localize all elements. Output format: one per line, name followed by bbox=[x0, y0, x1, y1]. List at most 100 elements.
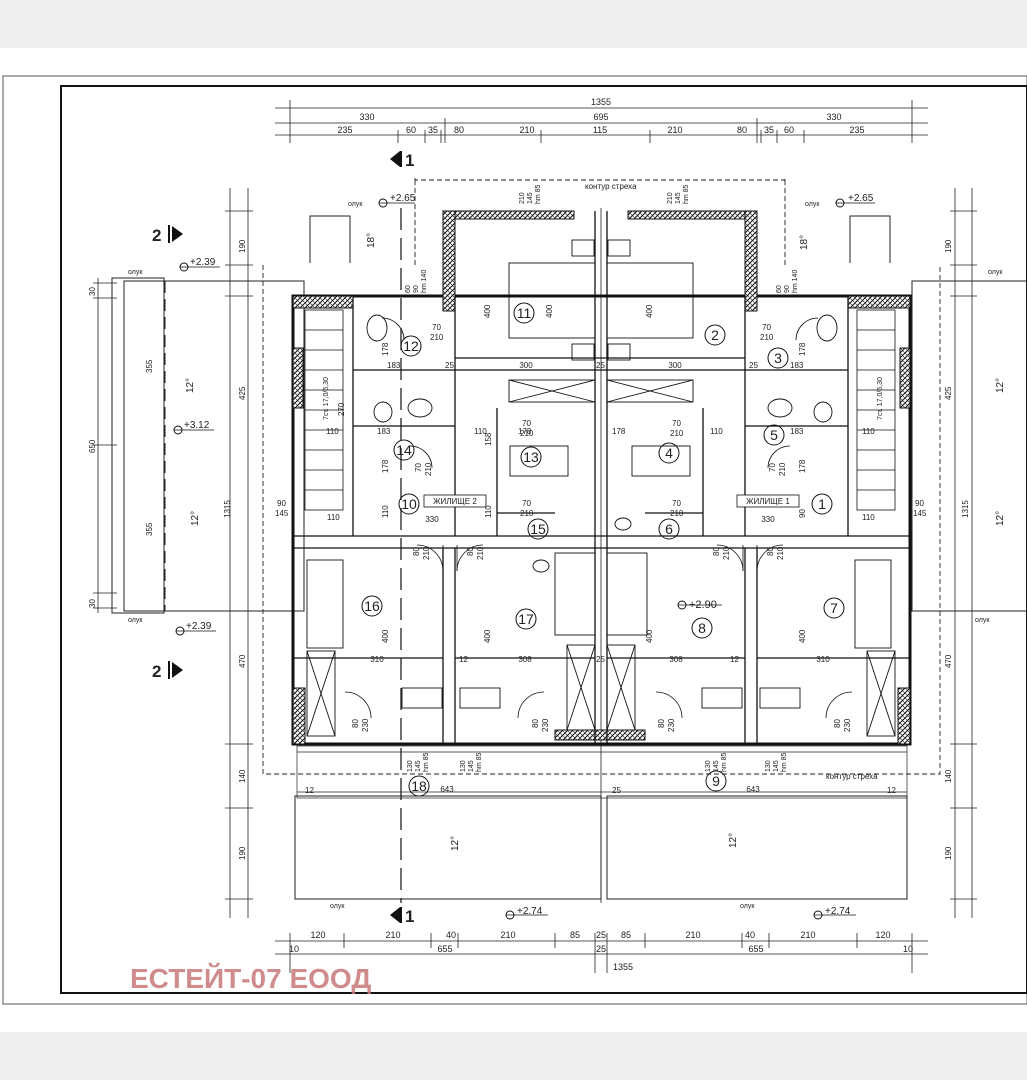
svg-text:90: 90 bbox=[915, 499, 924, 508]
svg-text:1315: 1315 bbox=[961, 500, 970, 518]
svg-text:25: 25 bbox=[596, 930, 606, 940]
svg-text:60: 60 bbox=[406, 125, 416, 135]
svg-text:110: 110 bbox=[710, 427, 723, 436]
svg-text:145: 145 bbox=[275, 509, 289, 518]
svg-text:400: 400 bbox=[381, 629, 390, 643]
svg-text:10: 10 bbox=[289, 944, 299, 954]
dim-overall-top: 1355 bbox=[591, 97, 611, 107]
svg-text:130: 130 bbox=[460, 760, 467, 772]
unit-tags: ЖИЛИЩЕ 1 ЖИЛИЩЕ 2 bbox=[423, 494, 800, 508]
svg-text:5: 5 bbox=[770, 427, 778, 443]
svg-text:+2.90: +2.90 bbox=[689, 599, 717, 611]
svg-text:210: 210 bbox=[476, 546, 485, 560]
svg-text:17: 17 bbox=[518, 611, 534, 627]
svg-text:1315: 1315 bbox=[223, 500, 232, 518]
furniture bbox=[306, 239, 896, 737]
svg-text:425: 425 bbox=[238, 386, 247, 400]
svg-text:235: 235 bbox=[337, 125, 352, 135]
svg-text:230: 230 bbox=[667, 718, 676, 732]
svg-text:25: 25 bbox=[749, 361, 758, 370]
svg-text:2: 2 bbox=[152, 662, 161, 681]
svg-text:210: 210 bbox=[800, 930, 815, 940]
svg-text:115: 115 bbox=[593, 125, 607, 135]
svg-text:25: 25 bbox=[445, 361, 454, 370]
svg-text:130: 130 bbox=[407, 760, 414, 772]
svg-text:230: 230 bbox=[843, 718, 852, 732]
svg-text:330: 330 bbox=[826, 112, 841, 122]
drawing-viewer[interactable]: 1355 330 695 330 235 60 35 80 210 115 21… bbox=[0, 48, 1027, 1032]
svg-text:олук: олук bbox=[128, 269, 143, 276]
svg-text:178: 178 bbox=[518, 427, 532, 436]
outer-walls bbox=[291, 210, 912, 746]
svg-text:230: 230 bbox=[541, 718, 550, 732]
svg-text:40: 40 bbox=[745, 930, 755, 940]
svg-text:470: 470 bbox=[238, 654, 247, 668]
section-mark-1-bottom: 1 bbox=[390, 907, 414, 926]
svg-text:178: 178 bbox=[381, 459, 390, 473]
svg-text:130: 130 bbox=[765, 760, 772, 772]
svg-text:70: 70 bbox=[672, 499, 681, 508]
svg-text:90: 90 bbox=[413, 285, 420, 293]
room-numbers: 1 2 3 4 5 6 7 8 9 10 11 12 13 14 15 16 1… bbox=[361, 302, 845, 797]
svg-text:11: 11 bbox=[517, 305, 532, 321]
svg-text:300: 300 bbox=[519, 361, 533, 370]
svg-text:210: 210 bbox=[667, 125, 682, 135]
svg-text:+2.39: +2.39 bbox=[186, 621, 212, 632]
svg-text:158: 158 bbox=[484, 432, 493, 446]
svg-text:650: 650 bbox=[88, 439, 97, 453]
svg-text:110: 110 bbox=[484, 505, 493, 518]
room-heights: 400 400 400 400 400 400 400 270 178 178 … bbox=[337, 304, 807, 643]
svg-text:400: 400 bbox=[545, 304, 554, 318]
svg-text:10: 10 bbox=[903, 944, 913, 954]
svg-text:425: 425 bbox=[944, 386, 953, 400]
top-dimensions bbox=[275, 100, 928, 143]
svg-text:210: 210 bbox=[422, 546, 431, 560]
svg-text:110: 110 bbox=[327, 513, 340, 522]
svg-text:400: 400 bbox=[798, 629, 807, 643]
section-mark-2-top: 2 bbox=[152, 225, 183, 245]
svg-text:12°: 12° bbox=[728, 833, 739, 848]
svg-text:190: 190 bbox=[238, 846, 247, 860]
svg-text:40: 40 bbox=[446, 930, 456, 940]
gutter-labels: олук олук олук олук олук олук олук олук bbox=[128, 201, 1003, 910]
svg-text:145: 145 bbox=[527, 192, 534, 204]
svg-text:80: 80 bbox=[712, 547, 721, 556]
svg-text:60: 60 bbox=[776, 285, 783, 293]
eave-contour-label-top: контур стреха bbox=[585, 182, 637, 191]
svg-text:hm 85: hm 85 bbox=[423, 752, 430, 772]
svg-text:18°: 18° bbox=[799, 235, 810, 250]
svg-text:8: 8 bbox=[698, 620, 706, 636]
svg-text:12: 12 bbox=[459, 655, 468, 664]
svg-text:145: 145 bbox=[415, 760, 422, 772]
svg-text:16: 16 bbox=[364, 598, 380, 614]
svg-text:190: 190 bbox=[238, 239, 247, 253]
door-swings bbox=[344, 317, 853, 719]
svg-text:210: 210 bbox=[385, 930, 400, 940]
svg-text:10: 10 bbox=[401, 496, 417, 512]
svg-text:30: 30 bbox=[88, 287, 97, 296]
svg-text:hm 85: hm 85 bbox=[781, 752, 788, 772]
svg-text:655: 655 bbox=[437, 944, 452, 954]
svg-text:hm 85: hm 85 bbox=[476, 752, 483, 772]
svg-text:270: 270 bbox=[337, 402, 346, 416]
svg-text:695: 695 bbox=[593, 112, 608, 122]
stairs-label-left: 7ст. 17,0/6,30 bbox=[323, 377, 330, 420]
svg-text:70: 70 bbox=[414, 463, 423, 472]
svg-text:25: 25 bbox=[596, 655, 605, 664]
eave-contour bbox=[262, 178, 941, 775]
svg-text:210: 210 bbox=[722, 546, 731, 560]
svg-text:олук: олук bbox=[975, 617, 990, 624]
svg-text:2: 2 bbox=[152, 226, 161, 245]
svg-text:1: 1 bbox=[818, 496, 826, 512]
svg-text:90: 90 bbox=[784, 285, 791, 293]
sheet-outer-frame bbox=[2, 75, 1027, 1005]
partitions bbox=[293, 211, 910, 744]
svg-text:145: 145 bbox=[713, 760, 720, 772]
svg-text:400: 400 bbox=[483, 304, 492, 318]
svg-text:210: 210 bbox=[519, 125, 534, 135]
svg-text:hm 140: hm 140 bbox=[421, 270, 428, 293]
balcony bbox=[296, 745, 908, 799]
svg-text:+2.65: +2.65 bbox=[390, 193, 416, 204]
svg-text:80: 80 bbox=[351, 719, 360, 728]
